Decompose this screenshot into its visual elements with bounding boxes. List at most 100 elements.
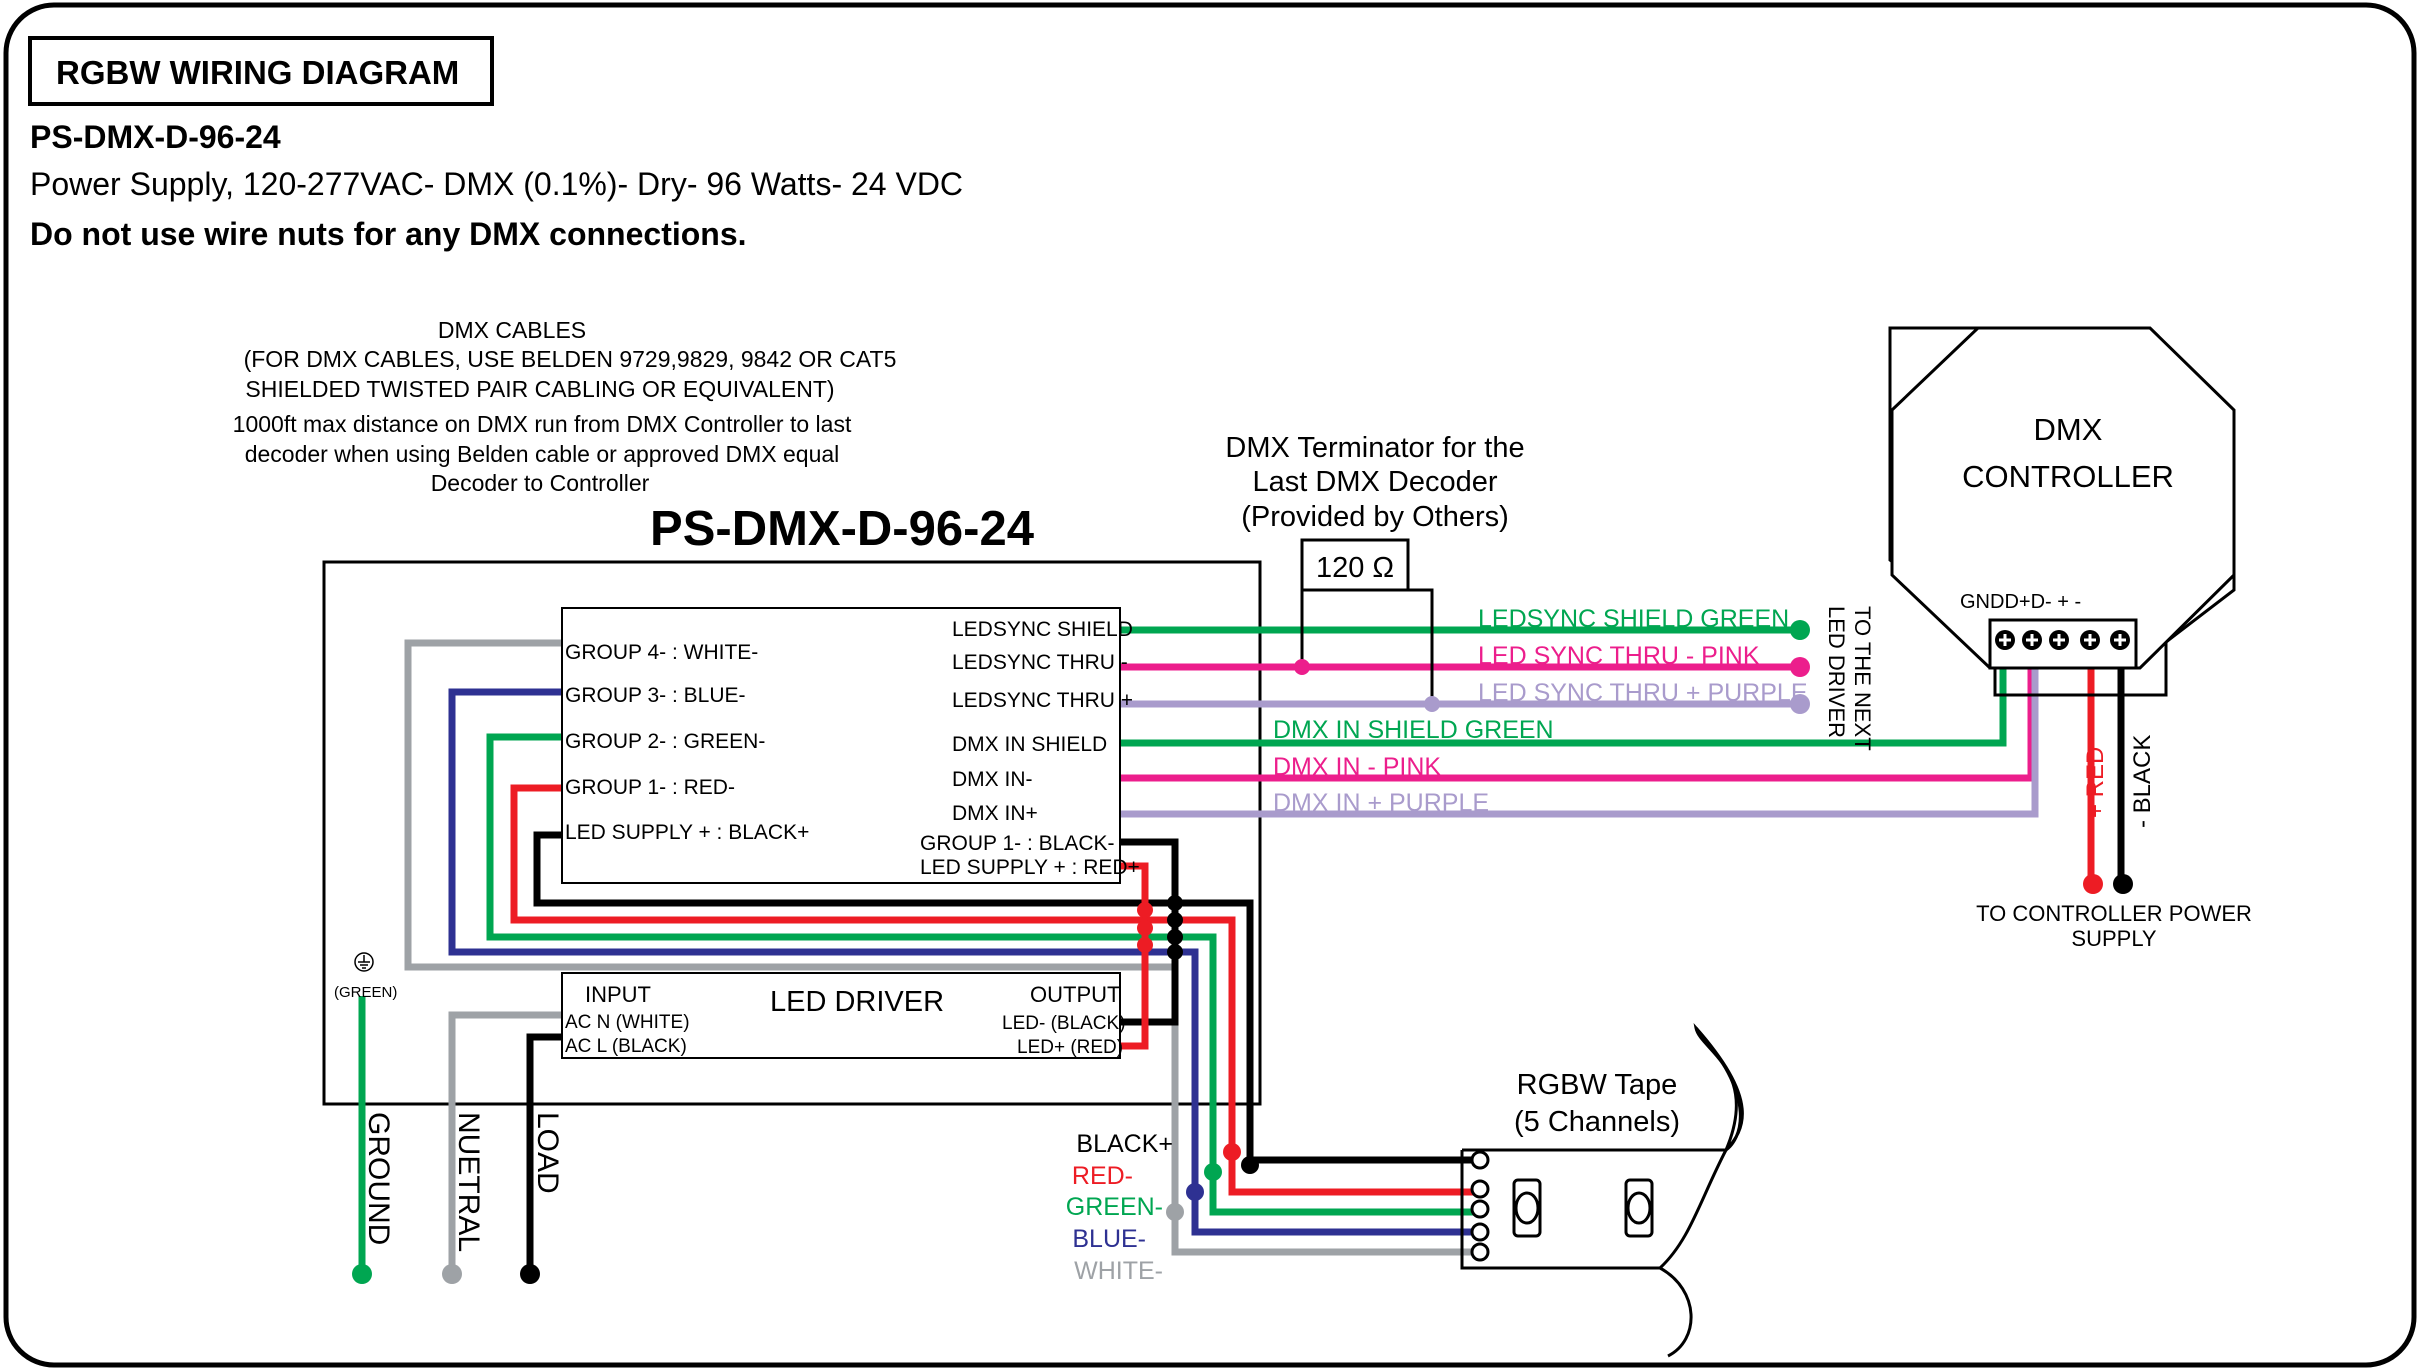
controller-label: CONTROLLER [1962,459,2174,494]
cable-note-line: Decoder to Controller [431,470,650,496]
green-wire [486,733,1475,1216]
driver-input-label: INPUT [585,982,651,1007]
terminal-label: GROUP 1- : RED- [565,776,735,799]
terminal-label: LEDSYNC THRU - [952,651,1128,674]
tape-pad [1470,1222,1490,1242]
driver-output-terminal: LED+ (RED) [1017,1037,1123,1058]
junction-dot [1137,937,1153,953]
junction-dot [1137,920,1153,936]
terminal-label: GROUP 4- : WHITE- [565,641,758,664]
driver-output-label: OUTPUT [1030,982,1120,1007]
driver-output-terminal: LED- (BLACK) [1002,1013,1126,1034]
neutral-end-dot [442,1264,462,1284]
resistor-joint [1294,659,1310,675]
lead-dot-black [1241,1156,1259,1174]
controller-label: DMX [2034,412,2103,447]
resistor-lead-right [1408,588,1434,704]
cable-note-line: DMX CABLES [438,317,586,343]
group-wires [404,639,1475,1256]
tape-title: RGBW Tape [1517,1069,1678,1101]
sync-minus-label: LED SYNC THRU - PINK [1478,642,1760,670]
resistor-box [1300,538,1410,592]
terminal-label: LEDSYNC SHIELD [952,618,1133,641]
tape-pad [1470,1199,1490,1219]
load-end-dot [520,1264,540,1284]
dmx-plus-wire [1120,668,2039,818]
lead-dot-white [1166,1203,1184,1221]
driver-input-terminal: AC L (BLACK) [565,1036,687,1057]
neutral-wire [448,1011,562,1272]
ground-icon [354,952,374,972]
resistor-value: 120 Ω [1316,552,1394,584]
white-wire [404,639,1475,1256]
enclosure-box [322,560,1262,1106]
rgbw-tape: RGBW Tape (5 Channels) [1460,1022,1744,1358]
junction-dot [1167,895,1183,911]
controller-red-label: + RED [2082,747,2109,818]
led-chip-icon [1624,1178,1654,1238]
terminal-label: GROUP 2- : GREEN- [565,730,765,753]
dmx-controller: DMX CONTROLLER GNDD+D- + - + RED - BLACK… [1888,326,2252,951]
red-bridge-wire [1120,862,1149,1050]
terminal-label: DMX IN SHIELD [952,733,1107,756]
mains-wires [358,996,562,1272]
red-wire [510,784,1475,1196]
decoder-title: PS-DMX-D-96-24 [650,502,1034,556]
model-number: PS-DMX-D-96-24 [30,119,281,155]
lead-dot-blue [1186,1183,1204,1201]
controller-black-label: - BLACK [2129,735,2156,828]
dmx-shield-label: DMX IN SHIELD GREEN [1273,716,1554,744]
driver-input-terminal: AC N (WHITE) [565,1012,690,1033]
cable-note-line: (FOR DMX CABLES, USE BELDEN 9729,9829, 9… [244,346,897,372]
ground-color-label: (GREEN) [334,984,397,1001]
sync-shield-label: LEDSYNC SHIELD GREEN [1478,605,1789,633]
terminal-label: GROUP 1- : BLACK- [920,832,1115,855]
dmx-cable-note: DMX CABLES (FOR DMX CABLES, USE BELDEN 9… [233,317,897,496]
to-next-line: TO THE NEXT [1850,606,1875,751]
tape-wire-label: WHITE- [1074,1257,1163,1285]
load-label: LOAD [531,1112,564,1194]
junction-dot [1167,944,1183,960]
driver-title: LED DRIVER [770,986,944,1018]
terminator: DMX Terminator for the Last DMX Decoder … [1225,432,1525,712]
ground-label: GROUND [362,1112,395,1245]
cable-note-line: 1000ft max distance on DMX run from DMX … [233,411,852,437]
screw-terminal-icons [1995,630,2130,650]
terminal-label: DMX IN- [952,768,1033,791]
controller-red-end [2083,874,2103,894]
lead-dot-red [1223,1143,1241,1161]
neutral-label: NUETRAL [452,1112,485,1252]
decoder-box [561,607,1121,884]
power-note-line: SUPPLY [2071,926,2157,951]
blue-wire [448,688,1475,1236]
tape-wire-labels: BLACK+ RED- GREEN- BLUE- WHITE- [1066,1130,1173,1285]
resistor-joint [1424,696,1440,712]
tape-edge [1658,1027,1742,1270]
junction-dot [1137,902,1153,918]
to-next-driver-note: TO THE NEXT LED DRIVER [1824,606,1875,751]
controller-outline [1890,326,2236,670]
junction-dot [1167,929,1183,945]
dmx-minus-label: DMX IN - PINK [1273,753,1441,781]
sync-plus-label: LED SYNC THRU + PURPLE [1478,679,1808,707]
tape-wire-label: GREEN- [1066,1193,1163,1221]
bridge-junctions [1137,895,1183,960]
controller-terminal-labels: GNDD+D- + - [1960,591,2081,613]
tape-wire-label: BLUE- [1072,1225,1146,1253]
sync-plus-end [1790,694,1810,714]
dmx-shield-wire [1120,668,2007,747]
tape-wire-label: BLACK+ [1076,1130,1173,1158]
tape-pad [1470,1150,1490,1170]
decoder-right-terminals: LEDSYNC SHIELD LEDSYNC THRU - LEDSYNC TH… [920,618,1140,879]
terminator-line: DMX Terminator for the [1225,432,1524,464]
terminal-label: GROUP 3- : BLUE- [565,684,746,707]
ground-end-dot [352,1264,372,1284]
junction-dot [1167,912,1183,928]
decoder-left-terminals: GROUP 4- : WHITE- GROUP 3- : BLUE- GROUP… [565,641,809,844]
wire-nut-warning: Do not use wire nuts for any DMX connect… [30,216,747,252]
black-wire [533,831,1475,1164]
tape-subtitle: (5 Channels) [1514,1106,1680,1138]
load-wire [526,1033,562,1272]
dmx-plus-label: DMX IN + PURPLE [1273,789,1489,817]
sync-minus-end [1790,657,1810,677]
